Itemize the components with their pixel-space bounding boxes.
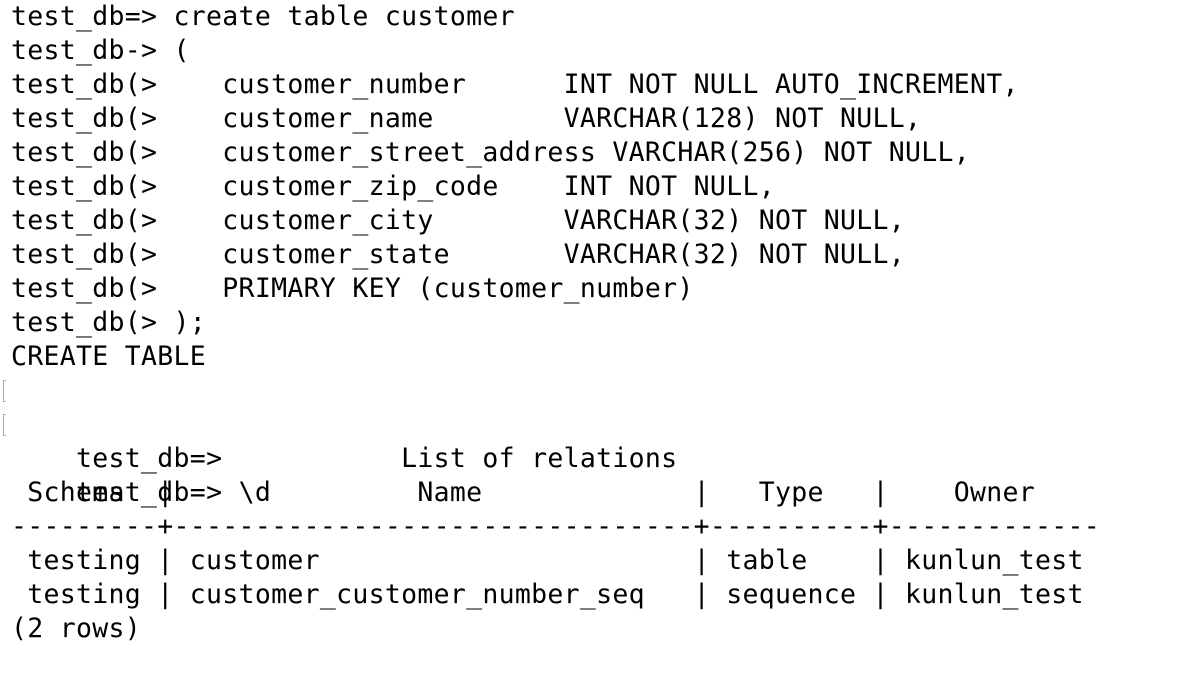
prompt-line-close-paren: test_db(> ); <box>11 307 207 338</box>
prompt-line-describe-wrap: test_db=> \d <box>3 408 1192 508</box>
prompt-line-empty: test_db=> <box>76 443 223 474</box>
column-def-customer-state: test_db(> customer_state VARCHAR(32) NOT… <box>11 239 905 270</box>
terminal-output[interactable]: test_db=> create table customer test_db-… <box>3 0 1192 676</box>
create-table-result: CREATE TABLE <box>11 341 207 372</box>
column-def-customer-street-address: test_db(> customer_street_address VARCHA… <box>11 137 971 168</box>
column-def-customer-zip-code: test_db(> customer_zip_code INT NOT NULL… <box>11 171 775 202</box>
relations-title: List of relations <box>11 443 678 474</box>
prompt-line-create-table: test_db=> create table customer <box>11 1 515 32</box>
row-count: (2 rows) <box>11 613 142 644</box>
prompt-line-empty-wrap: test_db=> <box>3 374 1192 474</box>
line-marker-icon <box>3 380 6 402</box>
column-def-customer-name: test_db(> customer_name VARCHAR(128) NOT… <box>11 103 922 134</box>
column-def-customer-city: test_db(> customer_city VARCHAR(32) NOT … <box>11 205 905 236</box>
line-marker-icon <box>3 414 6 436</box>
prompt-line-open-paren: test_db-> ( <box>11 35 190 66</box>
relations-table-header: Schema | Name | Type | Owner <box>11 477 1036 508</box>
primary-key-line: test_db(> PRIMARY KEY (customer_number) <box>11 273 694 304</box>
table-row: testing | customer | table | kunlun_test <box>11 545 1084 576</box>
table-row: testing | customer_customer_number_seq |… <box>11 579 1084 610</box>
relations-table-separator: ---------+------------------------------… <box>11 511 1101 542</box>
column-def-customer-number: test_db(> customer_number INT NOT NULL A… <box>11 69 1019 100</box>
prompt-line-describe: test_db=> \d <box>76 477 272 508</box>
